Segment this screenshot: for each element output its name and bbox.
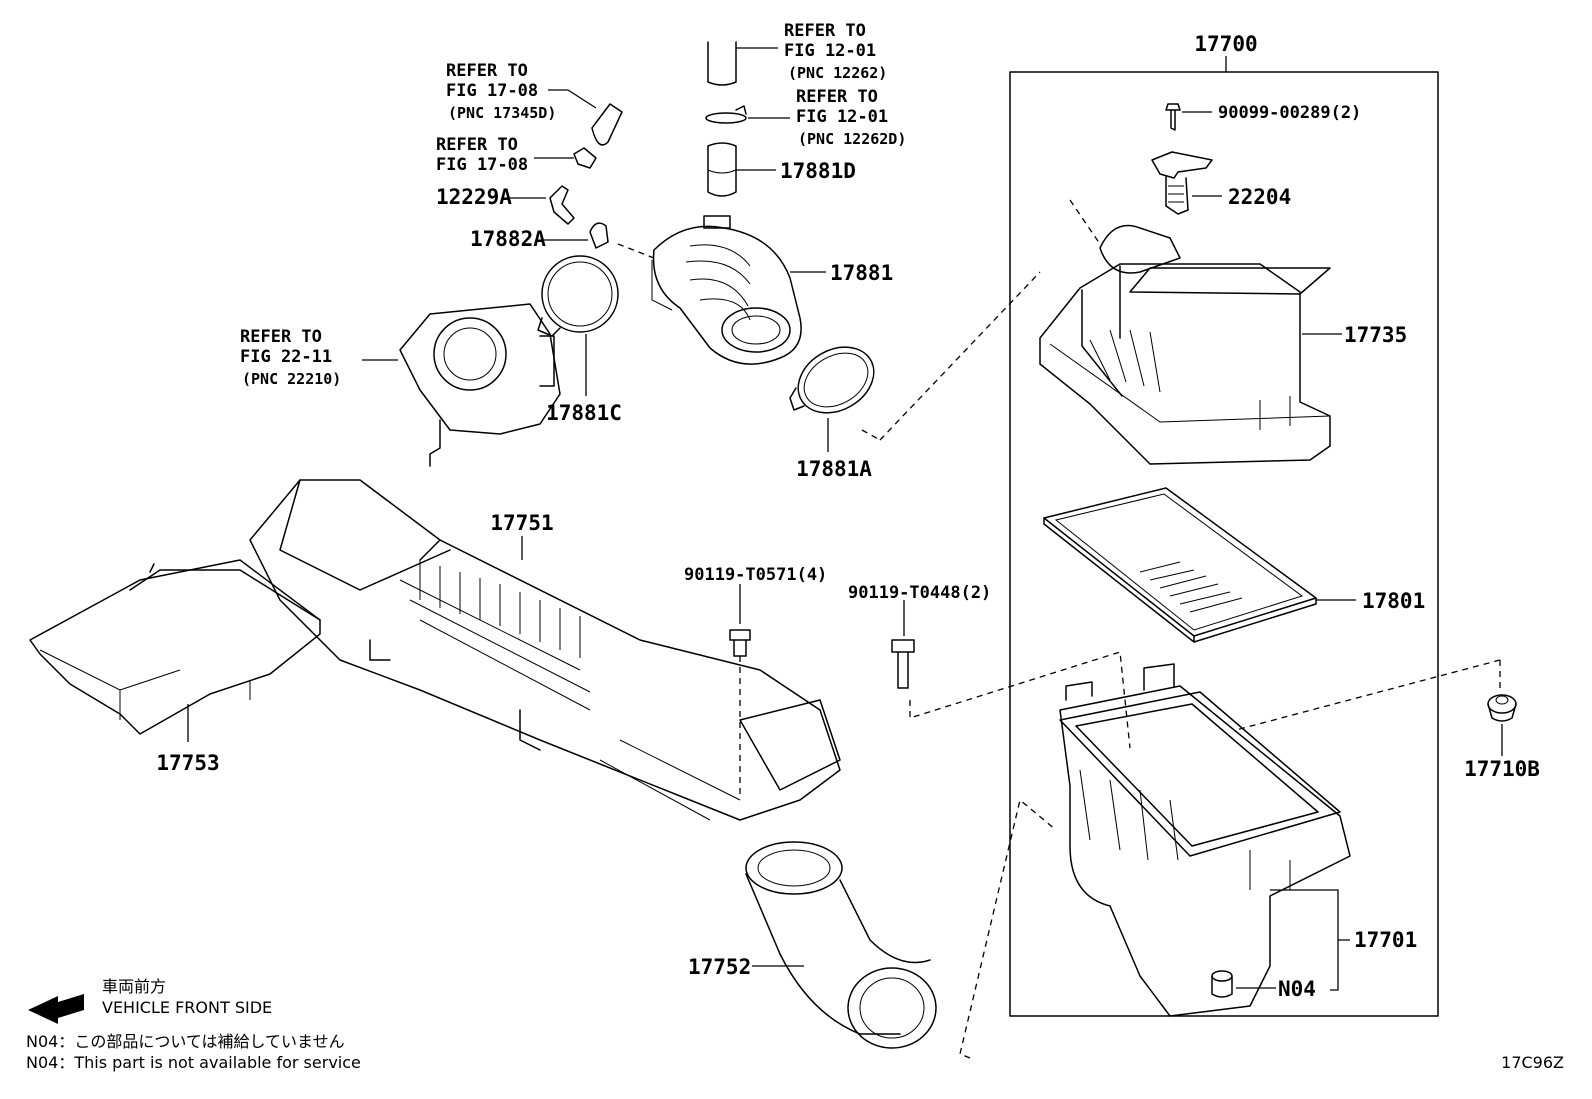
pipe-top-12262 — [707, 41, 778, 86]
screw-90099-00289: 90099-00289(2) — [1165, 103, 1361, 131]
svg-text:FIG 17-08: FIG 17-08 — [436, 155, 528, 175]
throttle-body-22210 — [362, 303, 561, 467]
label-17881: 17881 — [830, 261, 893, 285]
air-flow-meter-22204: 22204 — [1151, 151, 1291, 215]
svg-text:(PNC 12262): (PNC 12262) — [788, 64, 887, 82]
svg-text:FIG 12-01: FIG 12-01 — [784, 41, 876, 61]
inlet-duct-17751: 17751 — [249, 479, 841, 821]
figure-id: 17C96Z — [1501, 1053, 1564, 1072]
label-n04: N04 — [1278, 977, 1316, 1001]
label-90119-t0448: 90119-T0448(2) — [848, 583, 991, 603]
gasket-12262d — [705, 105, 790, 124]
label-12229a: 12229A — [436, 185, 512, 209]
assembly-17700-frame: 17700 — [1009, 32, 1439, 1017]
svg-text:FIG 12-01: FIG 12-01 — [796, 107, 888, 127]
ref-fig-12-01-pnc-12262: REFER TO FIG 12-01 (PNC 12262) — [784, 21, 887, 82]
label-17710b: 17710B — [1464, 757, 1540, 781]
label-17700: 17700 — [1194, 32, 1257, 56]
svg-text:REFER TO: REFER TO — [796, 87, 878, 107]
label-90099-00289: 90099-00289(2) — [1218, 103, 1361, 123]
label-17751: 17751 — [490, 511, 553, 535]
svg-text:(PNC 12262D): (PNC 12262D) — [798, 130, 906, 148]
svg-text:FIG 17-08: FIG 17-08 — [446, 81, 538, 101]
assembly-dashed-lines — [617, 199, 1501, 1059]
hose-17345d — [548, 89, 623, 146]
label-90119-t0571: 90119-T0571(4) — [684, 565, 827, 585]
grommet-17710b: 17710B — [1464, 694, 1540, 781]
label-22204: 22204 — [1228, 185, 1291, 209]
air-cleaner-case-17701: 17701 — [1059, 663, 1417, 1017]
svg-text:FIG 22-11: FIG 22-11 — [240, 347, 332, 367]
legend-direction-jp: 車両前方 — [102, 977, 166, 996]
sensor-12229a: 12229A — [436, 185, 575, 225]
label-17881c: 17881C — [546, 401, 622, 425]
ref-fig-17-08: REFER TO FIG 17-08 — [436, 135, 528, 175]
intake-hose-17881: 17881 — [651, 215, 893, 365]
label-17701: 17701 — [1354, 928, 1417, 952]
clip-fig-17-08 — [534, 147, 597, 169]
label-17753: 17753 — [156, 751, 219, 775]
hose-clamp-17881c: 17881C — [537, 255, 622, 425]
vehicle-front-legend: 車両前方 VEHICLE FRONT SIDE N04：この部品については補給し… — [26, 977, 361, 1072]
air-filter-element-17801: 17801 — [1043, 487, 1425, 643]
pipe-17881d: 17881D — [707, 142, 856, 197]
intake-hose-17752: 17752 — [688, 841, 937, 1049]
arrow-left-icon — [28, 994, 84, 1024]
grommet-n04: N04 — [1211, 970, 1316, 1001]
legend-note-jp: N04：この部品については補給していません — [26, 1032, 345, 1051]
legend-note-en: N04：This part is not available for servi… — [26, 1053, 361, 1072]
ref-fig-12-01-pnc-12262d: REFER TO FIG 12-01 (PNC 12262D) — [796, 87, 906, 148]
svg-text:(PNC 17345D): (PNC 17345D) — [448, 104, 556, 122]
legend-direction-en: VEHICLE FRONT SIDE — [102, 998, 272, 1017]
bolt-90119-t0448: 90119-T0448(2) — [848, 583, 991, 689]
label-17881d: 17881D — [780, 159, 856, 183]
svg-text:REFER TO: REFER TO — [784, 21, 866, 41]
label-17752: 17752 — [688, 955, 751, 979]
svg-text:REFER TO: REFER TO — [240, 327, 322, 347]
hose-clamp-17881a: 17881A — [789, 346, 875, 481]
ref-fig-17-08-pnc-17345d: REFER TO FIG 17-08 (PNC 17345D) — [446, 61, 556, 122]
bolt-90119-t0571: 90119-T0571(4) — [684, 565, 827, 657]
label-17881a: 17881A — [796, 457, 872, 481]
duct-17753: 17753 — [29, 559, 321, 775]
svg-text:REFER TO: REFER TO — [436, 135, 518, 155]
air-cleaner-cap-17735: 17735 — [1039, 224, 1407, 465]
label-17801: 17801 — [1362, 589, 1425, 613]
svg-text:(PNC 22210): (PNC 22210) — [242, 370, 341, 388]
label-17735: 17735 — [1344, 323, 1407, 347]
clamp-17882a: 17882A — [470, 222, 609, 251]
label-17882a: 17882A — [470, 227, 546, 251]
svg-text:REFER TO: REFER TO — [446, 61, 528, 81]
ref-fig-22-11-pnc-22210: REFER TO FIG 22-11 (PNC 22210) — [240, 327, 341, 388]
